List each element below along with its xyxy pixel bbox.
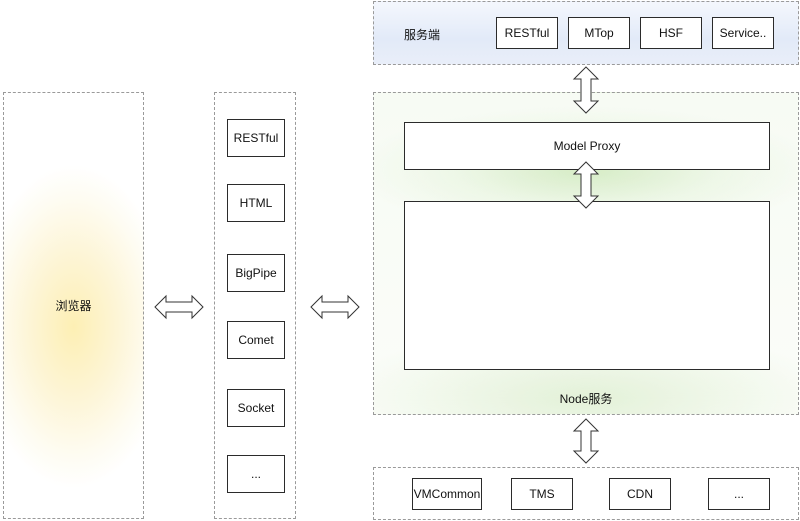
service-node-arrow-icon <box>572 66 600 114</box>
protocol-more-box: ... <box>227 455 285 493</box>
infra-vmcommon-box: VMCommon <box>412 478 482 510</box>
node-service-title: Node服务 <box>559 392 613 406</box>
browser-protocol-arrow-icon <box>154 294 204 320</box>
protocol-restful-box: RESTful <box>227 119 285 157</box>
protocol-html-box: HTML <box>227 184 285 222</box>
protocol-node-arrow-icon <box>310 294 360 320</box>
service-title: 服务端 <box>404 28 441 42</box>
node-infra-arrow-icon <box>572 418 600 464</box>
model-proxy-arrow-icon <box>572 161 600 209</box>
protocol-comet-box: Comet <box>227 321 285 359</box>
browser-label: 浏览器 <box>55 299 92 313</box>
protocol-socket-box: Socket <box>227 389 285 427</box>
protocol-group <box>214 92 296 519</box>
browser-group: 浏览器 <box>3 92 144 519</box>
infra-more-box: ... <box>708 478 770 510</box>
service-more-box: Service.. <box>712 17 774 49</box>
protocol-bigpipe-box: BigPipe <box>227 254 285 292</box>
infra-cdn-box: CDN <box>609 478 671 510</box>
node-content-box <box>404 201 770 370</box>
service-hsf-box: HSF <box>640 17 702 49</box>
service-restful-box: RESTful <box>496 17 558 49</box>
infra-tms-box: TMS <box>511 478 573 510</box>
service-mtop-box: MTop <box>568 17 630 49</box>
